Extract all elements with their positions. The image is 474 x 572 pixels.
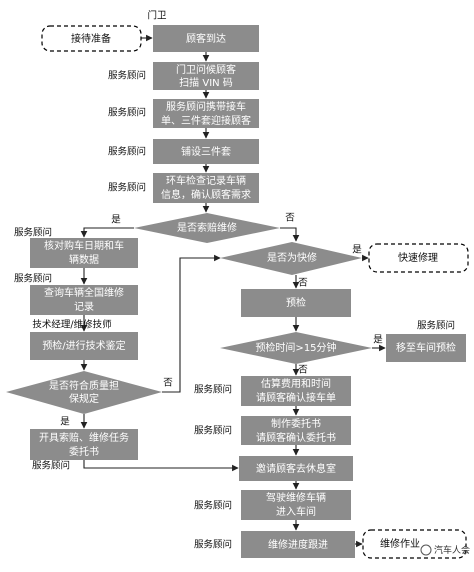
branch-no-time: 否 bbox=[298, 365, 308, 376]
node-advisor-greet-line2: 单、三件套迎接顾客 bbox=[161, 114, 251, 127]
edge-claim-no bbox=[280, 227, 300, 242]
node-issue-claim-order bbox=[30, 429, 138, 460]
node-pre-check-label: 预检 bbox=[286, 296, 306, 309]
node-walkaround-line1: 环车检查记录车辆 bbox=[166, 174, 246, 187]
branch-yes-time: 是 bbox=[373, 335, 383, 346]
node-reception-prep-label: 接待准备 bbox=[71, 32, 111, 45]
node-issue-claim-order-line1: 开具索赔、维修任务 bbox=[39, 431, 129, 444]
branch-yes-claim: 是 bbox=[111, 215, 121, 226]
branch-no-quick: 否 bbox=[298, 278, 308, 289]
node-quick-repair-label: 快速修理 bbox=[398, 251, 438, 264]
node-drive-in-line1: 驾驶维修车辆 bbox=[266, 491, 326, 504]
node-track-progress-label: 维修进度跟进 bbox=[268, 538, 328, 551]
node-customer-arrive bbox=[153, 25, 259, 52]
node-advisor-greet-line1: 服务顾问携带接车 bbox=[166, 100, 246, 113]
role-label-advisor-3: 服务顾问 bbox=[108, 146, 146, 158]
node-lay-covers bbox=[153, 139, 259, 164]
node-estimate-cost-line1: 估算费用和时间 bbox=[261, 377, 331, 390]
node-repair-work-label: 维修作业 bbox=[380, 537, 420, 550]
role-label-advisor-1: 服务顾问 bbox=[108, 70, 146, 82]
node-guard-scan-line1: 门卫问候顾客 bbox=[176, 63, 236, 76]
node-quality-warranty-line1: 是否符合质量担 bbox=[49, 379, 119, 392]
nodes: 接待准备 顾客到达 门卫问候顾客 扫描 VIN 码 服务顾问携带接车 单、三件套… bbox=[6, 25, 469, 559]
node-invite-lounge bbox=[239, 456, 353, 481]
role-label-advisor-10: 服务顾问 bbox=[194, 425, 232, 437]
edge-claim-yes bbox=[80, 227, 134, 238]
role-label-advisor-11: 服务顾问 bbox=[194, 500, 232, 512]
node-advisor-greet bbox=[153, 99, 259, 128]
labels: 门卫 服务顾问 服务顾问 服务顾问 服务顾问 是 否 服务顾问 服务顾问 技术经… bbox=[14, 10, 455, 551]
node-pre-check bbox=[241, 289, 351, 317]
node-make-order bbox=[241, 416, 351, 445]
node-is-claim bbox=[134, 213, 280, 243]
node-precheck-time-label: 预检时间>15分钟 bbox=[255, 341, 336, 354]
role-label-advisor-6: 服务顾问 bbox=[14, 273, 52, 285]
node-walkaround-line2: 信息，确认顾客需求 bbox=[161, 188, 251, 201]
role-label-advisor-5: 服务顾问 bbox=[14, 227, 52, 239]
role-label-advisor-9: 服务顾问 bbox=[194, 384, 232, 396]
branch-yes-quality: 是 bbox=[60, 417, 70, 428]
branch-yes-quick: 是 bbox=[352, 245, 362, 256]
node-verify-date-line1: 核对购车日期和车 bbox=[44, 239, 124, 252]
edges bbox=[80, 34, 386, 548]
node-track-progress bbox=[241, 531, 355, 558]
role-label-advisor-8: 服务顾问 bbox=[417, 320, 455, 332]
node-is-quick-label: 是否为快修 bbox=[267, 251, 317, 264]
node-precheck-time bbox=[220, 332, 372, 364]
role-label-advisor-12: 服务顾问 bbox=[194, 539, 232, 551]
node-estimate-cost-line2: 请顾客确认接车单 bbox=[256, 391, 336, 404]
node-lay-covers-label: 铺设三件套 bbox=[181, 145, 231, 158]
node-make-order-line1: 制作委托书 bbox=[271, 417, 321, 430]
node-invite-lounge-label: 邀请顾客去休息室 bbox=[256, 462, 336, 475]
node-precheck-tech bbox=[30, 332, 138, 360]
node-drive-in bbox=[241, 490, 351, 520]
node-estimate-cost bbox=[241, 376, 351, 406]
branch-no-quality: 否 bbox=[163, 378, 173, 389]
node-verify-date bbox=[30, 238, 138, 268]
node-query-records-line2: 记录 bbox=[74, 301, 94, 313]
branch-no-claim: 否 bbox=[285, 213, 295, 224]
role-label-guard: 门卫 bbox=[147, 10, 167, 22]
node-query-records bbox=[30, 285, 138, 315]
watermark: 汽车人会 bbox=[420, 544, 470, 556]
edge-claimorder-lounge bbox=[83, 460, 239, 472]
node-quality-warranty bbox=[6, 371, 162, 414]
node-reception-prep bbox=[41, 25, 142, 52]
node-issue-claim-order-line2: 委托书 bbox=[69, 445, 99, 458]
role-label-advisor-2: 服务顾问 bbox=[108, 107, 146, 119]
node-query-records-line1: 查询车辆全国维修 bbox=[44, 286, 124, 299]
node-verify-date-line2: 辆数据 bbox=[69, 253, 99, 266]
node-repair-work bbox=[362, 529, 467, 559]
node-drive-in-line2: 进入车间 bbox=[276, 505, 316, 518]
node-move-workshop bbox=[386, 334, 466, 362]
watermark-icon bbox=[420, 544, 432, 556]
node-precheck-tech-label: 预检/进行技术鉴定 bbox=[42, 339, 125, 352]
node-guard-scan bbox=[153, 62, 259, 90]
edge-quality-no bbox=[162, 254, 221, 393]
node-is-quick bbox=[220, 242, 362, 275]
role-label-advisor-7: 服务顾问 bbox=[32, 460, 70, 472]
node-move-workshop-label: 移至车间预检 bbox=[396, 341, 456, 354]
role-label-advisor-4: 服务顾问 bbox=[108, 182, 146, 194]
node-customer-arrive-label: 顾客到达 bbox=[186, 32, 226, 45]
watermark-text: 汽车人会 bbox=[434, 544, 470, 556]
node-guard-scan-line2: 扫描 VIN 码 bbox=[179, 76, 233, 89]
node-make-order-line2: 请顾客确认委托书 bbox=[256, 431, 336, 444]
node-quality-warranty-line2: 保规定 bbox=[69, 392, 99, 405]
node-walkaround bbox=[153, 173, 259, 203]
role-label-tech: 技术经理/维修技师 bbox=[32, 319, 111, 331]
node-quick-repair bbox=[368, 243, 469, 273]
node-is-claim-label: 是否索赔维修 bbox=[177, 221, 237, 234]
